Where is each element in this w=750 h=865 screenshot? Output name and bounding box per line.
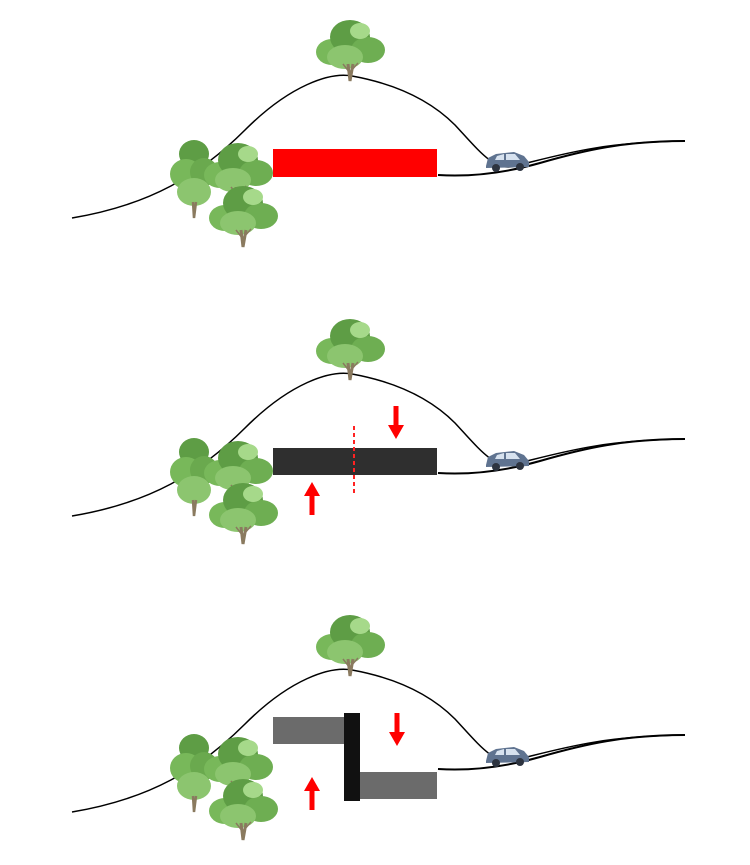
upper-building-volume (273, 717, 356, 744)
hill-profile (71, 372, 686, 517)
car-icon (486, 152, 529, 172)
arrow-up-icon (304, 777, 320, 810)
tree-icon (314, 18, 387, 83)
tree-icon (207, 777, 280, 842)
tree-icon (314, 317, 387, 382)
connecting-wall (344, 713, 360, 801)
arrow-down-icon (388, 406, 404, 439)
tree-icon (314, 613, 387, 678)
hill-profile (71, 74, 686, 219)
panel-split-volume (71, 317, 686, 546)
arrow-down-icon (389, 713, 405, 746)
tree-icon (207, 481, 280, 546)
panel-shifted-volumes (71, 613, 686, 842)
panel-single-volume (71, 18, 686, 249)
tree-icon (207, 184, 280, 249)
road-line (437, 734, 686, 771)
arrow-up-icon (304, 482, 320, 515)
road-line (437, 140, 686, 177)
building-volume (273, 149, 437, 177)
lower-building-volume (355, 772, 437, 799)
road-line (437, 438, 686, 475)
